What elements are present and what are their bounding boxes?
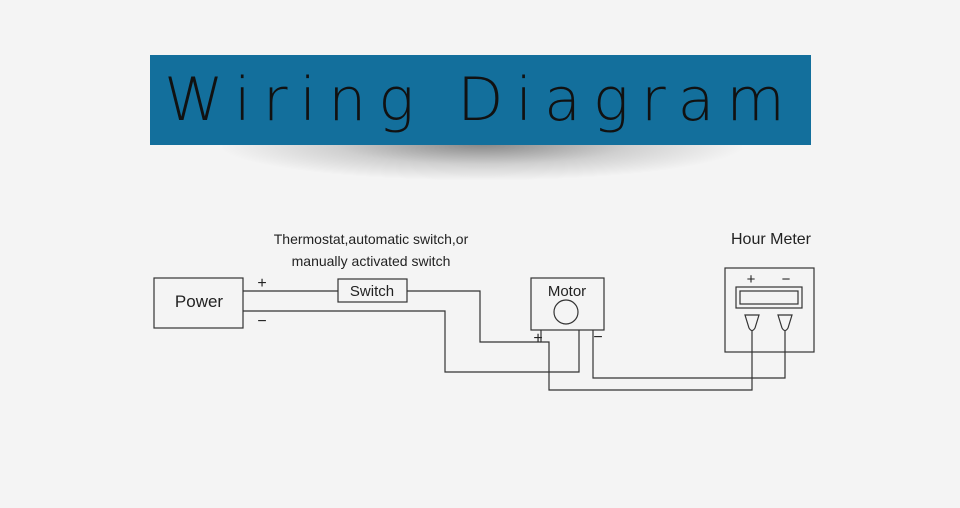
wire-motor-minus-to-meter [592,330,786,379]
power-minus-marker: − [257,313,266,330]
wire-power-negative-to-motor [243,310,580,373]
power-plus-marker: + [257,275,266,292]
switch-note-line1: Thermostat,automatic switch,or [274,231,469,247]
hour-meter-terminal-plus [744,314,760,332]
power-label: Power [175,292,224,311]
meter-plus-marker: + [747,271,756,288]
motor-plus-marker: + [533,330,542,347]
power-box [153,277,244,329]
hour-meter-display-inner [739,290,799,305]
switch-note-line2: manually activated switch [292,253,451,269]
page-title: Wiring Diagram [164,65,797,135]
motor-minus-marker: − [593,329,602,346]
wire-motor-plus-to-meter [540,330,753,391]
hour-meter-display [735,286,803,309]
wire-switch-to-motor [407,290,541,343]
hour-meter-box [724,267,815,353]
motor-label: Motor [548,283,586,300]
title-banner: Wiring Diagram [150,55,811,145]
hour-meter-label: Hour Meter [731,231,812,248]
meter-minus-marker: − [782,271,791,288]
motor-rotor [553,299,579,325]
title-shadow [222,140,742,180]
switch-label: Switch [350,283,394,300]
motor-box [530,277,605,331]
hour-meter-terminal-minus [777,314,793,332]
